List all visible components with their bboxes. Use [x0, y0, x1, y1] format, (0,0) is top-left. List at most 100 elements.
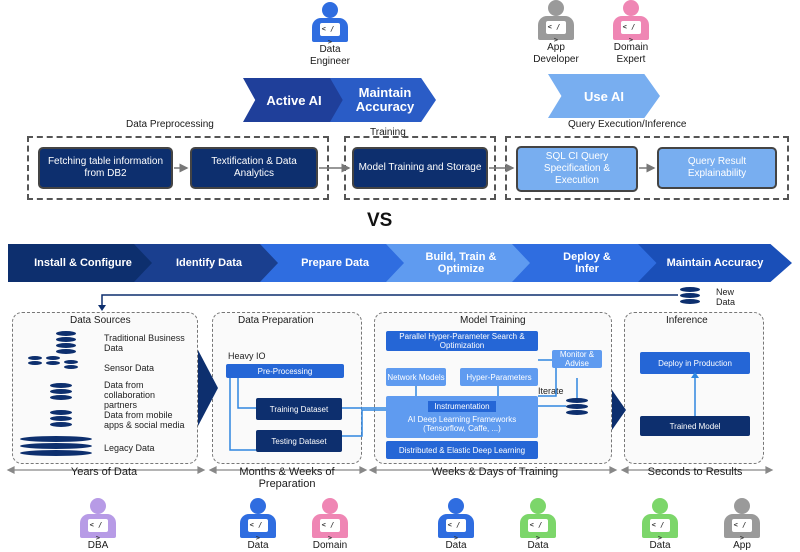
mobile-data-database-icon [50, 410, 72, 428]
person-icon: < / > [308, 498, 352, 542]
legacy-data-database-icon [20, 436, 92, 457]
box-monitor-advise: Monitor & Advise [552, 350, 602, 368]
code-icon: < / > [248, 519, 268, 542]
top-flow-arrows [174, 163, 656, 173]
chevron-prepare-data: Prepare Data [260, 244, 410, 282]
code-icon: < / > [546, 21, 566, 44]
code-icon: < / > [732, 519, 752, 542]
persona-data-scientist-training: < / > Data Scientist [502, 498, 574, 552]
box-testing-dataset: Testing Dataset [256, 430, 342, 452]
persona-label: App Developer [733, 540, 751, 551]
person-icon: < / > [638, 498, 682, 542]
person-icon: < / > [516, 498, 560, 542]
box-network-models: Network Models [386, 368, 446, 386]
person-icon: < / > [720, 498, 764, 542]
inference-title: Inference [666, 315, 708, 326]
collab-data-database-icon [50, 383, 72, 401]
box-trained-model: Trained Model [640, 416, 750, 436]
code-icon: < / > [650, 519, 670, 542]
box-frameworks: Instrumentation AI Deep Learning Framewo… [386, 396, 538, 438]
chevron-maintain-accuracy-bottom: Maintain Accuracy [638, 244, 792, 282]
source-traditional-business: Traditional Business Data [104, 333, 185, 353]
source-sensor: Sensor Data [104, 363, 155, 373]
source-collaboration: Data from collaboration partners [104, 380, 156, 410]
persona-label: App Developer [533, 42, 579, 65]
sensor-data-database-icon-3 [64, 360, 78, 370]
caption-training: Training [370, 127, 406, 138]
code-icon: < / > [528, 519, 548, 542]
person-icon: < / > [609, 0, 653, 44]
frameworks-label: AI Deep Learning Frameworks (Tensorflow,… [407, 415, 517, 433]
box-distributed-elastic: Distributed & Elastic Deep Learning [386, 441, 538, 459]
code-icon: < / > [446, 519, 466, 542]
timeline-months-weeks: Months & Weeks of Preparation [239, 466, 335, 490]
timeline-years-of-data: Years of Data [70, 466, 138, 478]
code-icon: < / > [320, 23, 340, 46]
traditional-data-database-icon [56, 331, 76, 355]
persona-data-engineer-top: < / > Data Engineer [294, 2, 366, 68]
box-textification: Textification & Data Analytics [190, 147, 318, 189]
person-icon: < / > [308, 2, 352, 46]
persona-data-engineer-training: < / > Data Engineer [420, 498, 492, 552]
timeline-brackets [6, 466, 774, 474]
box-hyper-parameters: Hyper-Parameters [460, 368, 538, 386]
panel-arrows [198, 350, 626, 430]
sensor-data-database-icon [28, 356, 42, 366]
box-pre-processing: Pre-Processing [226, 364, 344, 378]
new-data-label: New Data [716, 287, 736, 307]
bottom-flow-lines [229, 359, 699, 451]
box-model-training-storage: Model Training and Storage [352, 147, 488, 189]
persona-domain-expert-top: < / > Domain Expert [595, 0, 667, 66]
person-icon: < / > [434, 498, 478, 542]
data-sources-title: Data Sources [70, 315, 131, 326]
persona-label: Data Scientist [527, 540, 549, 551]
code-icon: < / > [320, 519, 340, 542]
model-training-title: Model Training [460, 315, 526, 326]
persona-label: Domain Expert [613, 42, 649, 65]
iterate-database-icon [566, 398, 588, 416]
chevron-active-ai: Active AI [243, 78, 345, 122]
persona-label: Data Engineer [247, 540, 269, 551]
box-fetching-table-info: Fetching table information from DB2 [38, 147, 173, 189]
chevron-install-configure: Install & Configure [8, 244, 158, 282]
chevron-use-ai: Use AI [548, 74, 660, 118]
panel-inference [624, 312, 764, 464]
timeline-seconds-results: Seconds to Results [647, 466, 743, 478]
source-legacy: Legacy Data [104, 443, 155, 453]
persona-domain-expert-prep: < / > Domain Expert [294, 498, 366, 552]
box-parallel-hyperparameter: Parallel Hyper-Parameter Search & Optimi… [386, 331, 538, 351]
heavy-io-label: Heavy IO [228, 351, 266, 361]
persona-app-developer-inference: < / > App Developer [706, 498, 778, 552]
feedback-arrow [98, 294, 678, 311]
caption-data-preprocessing: Data Preprocessing [126, 119, 214, 130]
box-deploy-production: Deploy in Production [640, 352, 750, 374]
instrumentation-label: Instrumentation [428, 401, 496, 412]
persona-label: Domain Expert [312, 540, 348, 551]
sensor-data-database-icon-2 [46, 356, 60, 366]
chevron-deploy-infer: Deploy & Infer [512, 244, 662, 282]
caption-query-execution: Query Execution/Inference [568, 119, 687, 130]
person-icon: < / > [76, 498, 120, 542]
persona-label: DBA [87, 540, 109, 551]
person-icon: < / > [534, 0, 578, 44]
persona-dba: < / > DBA [62, 498, 134, 552]
vs-label: VS [367, 210, 393, 231]
person-icon: < / > [236, 498, 280, 542]
source-mobile-social: Data from mobile apps & social media [104, 410, 185, 430]
box-query-result-explainability: Query Result Explainability [657, 147, 777, 189]
persona-label: Data Engineer [309, 44, 351, 67]
persona-data-scientist-inference: < / > Data Scientist [624, 498, 696, 552]
box-sql-ci-query: SQL CI Query Specification & Execution [516, 146, 638, 192]
timeline-weeks-days: Weeks & Days of Training [431, 466, 559, 478]
code-icon: < / > [88, 519, 108, 542]
persona-app-developer-top: < / > App Developer [520, 0, 592, 66]
box-training-dataset: Training Dataset [256, 398, 342, 420]
persona-label: Data Engineer [445, 540, 467, 551]
chevron-build-train-optimize: Build, Train & Optimize [386, 244, 536, 282]
persona-label: Data Scientist [649, 540, 671, 551]
persona-data-engineer-prep: < / > Data Engineer [222, 498, 294, 552]
iterate-label: Iterate [538, 386, 564, 396]
chevron-identify-data: Identify Data [134, 244, 284, 282]
data-preparation-title: Data Preparation [238, 315, 314, 326]
code-icon: < / > [621, 21, 641, 44]
